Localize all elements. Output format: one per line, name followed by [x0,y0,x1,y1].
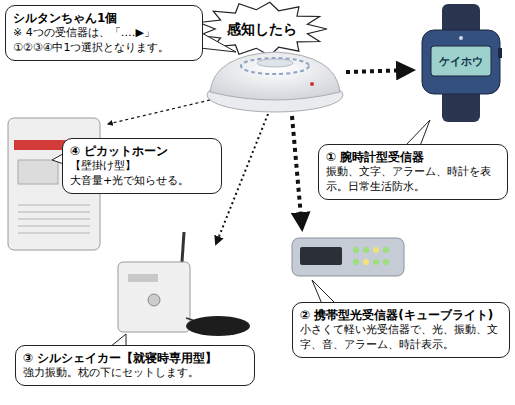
bed-shaker [118,232,250,336]
callout-heading: シルタンちゃん1個 [13,10,195,26]
wrist-watch [422,4,502,122]
callout-text: 小さくて軽い光受信器で、光、振動、文字、音、アラーム、時計表示。 [300,323,502,353]
grille-line [18,205,90,206]
shaker-panel [128,274,158,282]
callout-text: 大音量+光で知らせる。 [70,174,214,189]
receiver-body [292,238,404,276]
callout-bubble: ④ ピカットホーン【壁掛け型】大音量+光で知らせる。 [62,138,222,194]
callout-heading: ① 腕時計型受信器 [326,149,500,165]
callout-text: 感知したら [227,20,297,39]
detector-cap [257,59,293,67]
callout-heading: ③ シルシェイカー【就寝時専用型】 [23,350,247,366]
watch-screen [431,46,491,76]
watch-button [498,48,502,58]
grille-line [18,226,90,227]
grille-line [18,219,90,220]
led [383,259,389,265]
callout-bubble: シルタンちゃん1個※ 4つの受信器は、「‥‥▶」 ①②③④中1つ選択となります。 [5,5,203,61]
signal-arrow [292,116,302,228]
led [363,247,369,253]
starburst-layer [199,2,327,56]
callout-bubble: ① 腕時計型受信器振動、文字、アラーム、時計を表示。日常生活防水。 [318,144,508,200]
detector-vent [241,58,309,74]
callout-bubble: ③ シルシェイカー【就寝時専用型】強力振動。枕の下にセットします。 [15,345,255,386]
led [353,259,359,265]
detector-lamp [310,82,314,86]
grille-line [18,233,90,234]
shaker-pad [186,316,250,336]
led [363,259,369,265]
callout-tail [312,280,336,304]
screen-text: ケイホウ [439,54,483,69]
shaker-antenna [182,232,184,262]
portable-receiver [292,238,404,276]
starburst: 感知したら [197,2,327,56]
receiver-leds [353,247,389,265]
starburst-outline [199,2,327,56]
receiver-lcd [300,247,342,265]
smoke-detector [207,52,343,112]
watch-dot [459,36,463,40]
shaker-body [118,262,190,332]
pager-panel [18,160,58,184]
callout-heading: ② 携帯型光受信器(キューブライト) [300,307,502,323]
pager-grille [18,205,90,233]
watch-case [422,30,500,94]
callout-heading: ④ ピカットホーン [70,143,214,159]
callout-bubble: ② 携帯型光受信器(キューブライト)小さくて軽い光受信器で、光、振動、文字、音、… [292,302,510,358]
callout-text: 強力振動。枕の下にセットします。 [23,366,247,381]
led [373,259,379,265]
led [383,247,389,253]
led [353,247,359,253]
signal-arrow [216,114,268,244]
signal-arrow [108,100,210,124]
grille-line [18,212,90,213]
shaker-knob [148,294,160,306]
signal-arrow [346,70,412,72]
led [373,247,379,253]
callout-text: 【壁掛け型】 [70,159,214,174]
callout-text: ※ 4つの受信器は、「‥‥▶」 ①②③④中1つ選択となります。 [13,26,195,56]
callout-text: 振動、文字、アラーム、時計を表示。日常生活防水。 [326,165,500,195]
detector-dome [210,52,340,100]
callout-tail [405,120,430,146]
